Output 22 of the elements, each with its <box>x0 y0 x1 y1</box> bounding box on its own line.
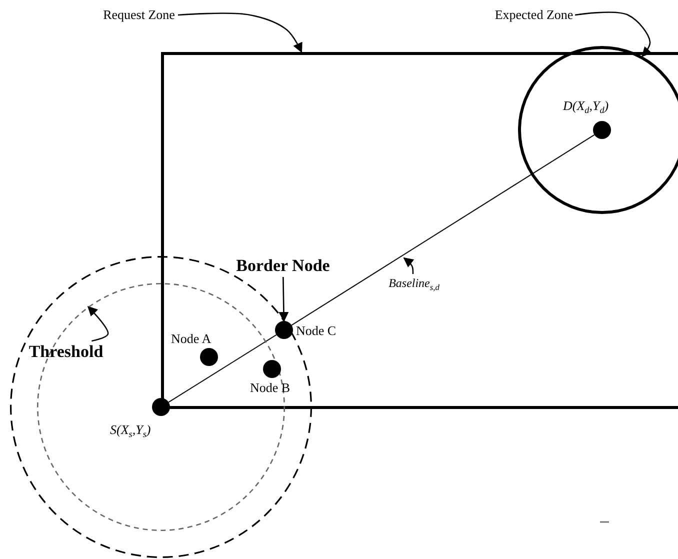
node-dot <box>263 360 281 378</box>
node-dot <box>200 348 218 366</box>
annotation-label: Threshold <box>28 342 104 362</box>
zone-label: Expected Zone <box>494 7 574 23</box>
coordinate-label: S(X$_{s}$,Y$_{s}$) <box>110 422 151 438</box>
leader-arrow <box>403 257 414 274</box>
zone-label: Request Zone <box>103 7 175 23</box>
leader-arrow <box>278 276 289 322</box>
annotation-label: Border Node <box>236 256 330 276</box>
coordinate-label: D(X$_{d}$,Y$_{d}$) <box>563 98 609 114</box>
node-dot <box>593 121 611 139</box>
baseline-line <box>291 134 595 326</box>
node-label: Node C <box>296 323 336 339</box>
annotation-label: Baseline$_{s,d}$ <box>388 276 440 290</box>
leader-arrow <box>87 306 109 342</box>
leader-arrow <box>574 12 652 57</box>
baseline-line <box>168 334 277 403</box>
node-label: Node A <box>171 331 212 347</box>
node-dot <box>275 321 293 339</box>
node-label: Node B <box>250 380 290 396</box>
node-dot <box>152 398 170 416</box>
leader-arrow <box>178 12 302 53</box>
